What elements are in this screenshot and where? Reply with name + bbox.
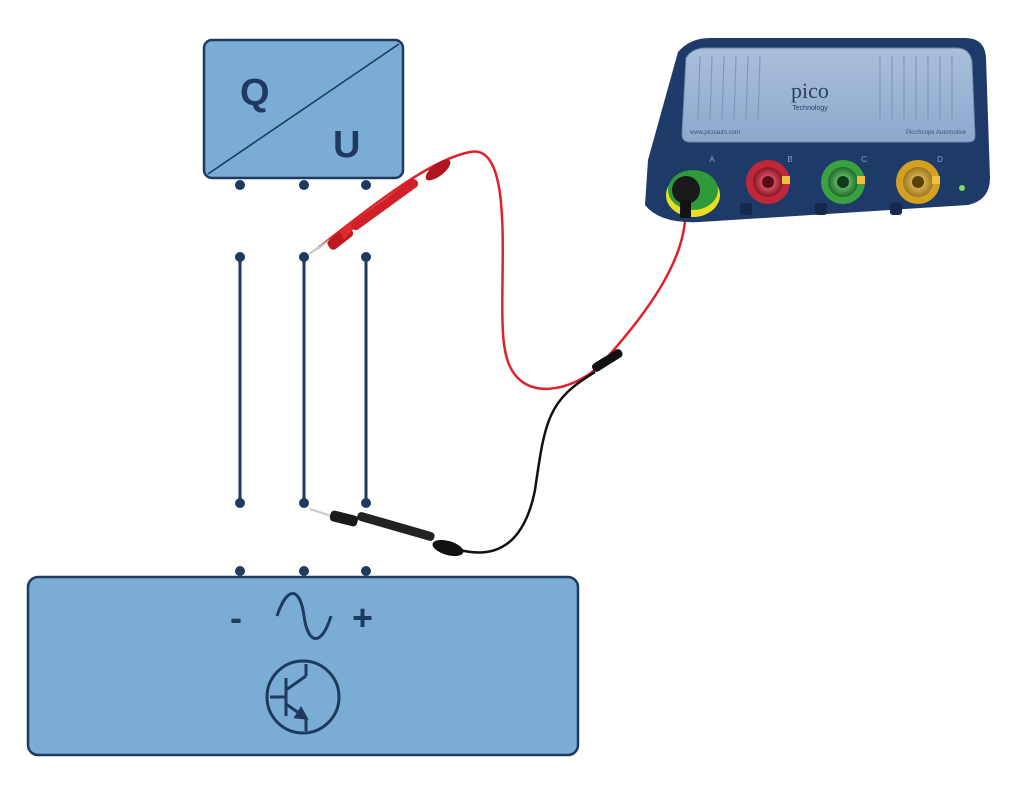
black-lead-cable[interactable] bbox=[459, 370, 596, 554]
channel-b-contacts bbox=[782, 176, 790, 184]
black-probe[interactable] bbox=[309, 508, 465, 559]
ecu-pin-signal bbox=[299, 566, 309, 576]
channel-c-label: C bbox=[861, 155, 867, 164]
lead-splice-sleeve bbox=[591, 349, 623, 372]
black-probe-boot bbox=[432, 539, 464, 557]
picoscope-device: pico Technology www.picoauto.com PicoSco… bbox=[645, 38, 990, 223]
scope-website: www.picoauto.com bbox=[689, 130, 740, 136]
scope-grille bbox=[697, 55, 953, 121]
wire-2-top bbox=[299, 252, 309, 262]
minus-label: - bbox=[230, 597, 242, 638]
scope-status-led bbox=[959, 185, 965, 191]
wire-2-bottom bbox=[299, 498, 309, 508]
channel-d-connector[interactable] bbox=[896, 160, 940, 204]
wire-3-top bbox=[361, 252, 371, 262]
scope-tagline: Technology bbox=[792, 105, 828, 112]
channel-d-contacts bbox=[932, 176, 940, 184]
scope-feet bbox=[740, 203, 902, 215]
red-probe-tip bbox=[308, 239, 331, 255]
sensor-pins bbox=[235, 180, 371, 190]
black-probe-tip bbox=[309, 508, 335, 518]
channel-c-connector[interactable] bbox=[821, 160, 865, 204]
red-lead-cable[interactable] bbox=[317, 150, 687, 391]
sensor-pin-1 bbox=[235, 180, 245, 190]
channel-c-contacts bbox=[857, 176, 865, 184]
sine-wave-icon bbox=[275, 592, 333, 640]
red-probe[interactable] bbox=[308, 156, 454, 255]
transistor-icon bbox=[265, 659, 341, 735]
channel-a-connector[interactable] bbox=[666, 170, 720, 218]
channel-a-label: A bbox=[709, 155, 715, 164]
scope-brand: pico bbox=[791, 78, 829, 103]
black-probe-grip bbox=[329, 510, 358, 527]
channel-d-label: D bbox=[937, 155, 943, 164]
scope-top-panel bbox=[681, 47, 976, 143]
scope-product-name: PicoScope Automotive bbox=[906, 130, 967, 136]
ecu-pin-minus bbox=[235, 566, 245, 576]
wire-1-bottom bbox=[235, 498, 245, 508]
sensor-block-diagonal bbox=[207, 43, 400, 175]
control-unit-box bbox=[26, 575, 580, 757]
ecu-pin-plus bbox=[361, 566, 371, 576]
sensor-pin-2 bbox=[299, 180, 309, 190]
channel-b-connector[interactable] bbox=[746, 160, 790, 204]
channel-b-label: B bbox=[787, 155, 792, 164]
wire-1-top bbox=[235, 252, 245, 262]
sensor-pin-3 bbox=[361, 180, 371, 190]
sensor-block: Q U bbox=[202, 38, 405, 180]
ecu-pins bbox=[235, 566, 371, 576]
test-leads bbox=[308, 150, 687, 559]
plus-label: + bbox=[352, 597, 373, 638]
sensor-label-q: Q bbox=[240, 72, 270, 114]
sensor-label-u: U bbox=[333, 124, 360, 166]
wire-3-bottom bbox=[361, 498, 371, 508]
wiring-harness bbox=[238, 257, 368, 503]
red-probe-boot bbox=[425, 159, 451, 181]
red-probe-handle bbox=[351, 179, 419, 231]
wire-endpoints bbox=[235, 252, 371, 508]
black-probe-handle bbox=[357, 512, 435, 541]
control-unit: - + bbox=[26, 575, 580, 757]
